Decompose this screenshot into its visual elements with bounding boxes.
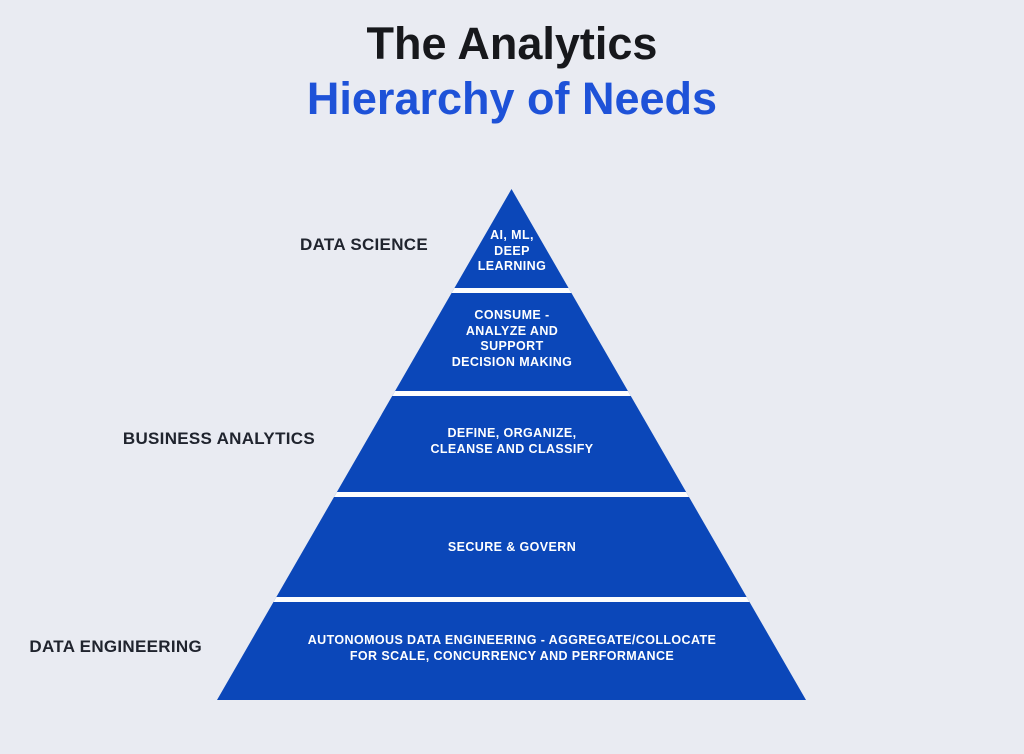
page-title: The Analytics Hierarchy of Needs bbox=[0, 16, 1024, 126]
level-divider-4 bbox=[217, 597, 806, 602]
title-line-1: The Analytics bbox=[366, 18, 658, 69]
side-label-data-engineering: DATA ENGINEERING bbox=[29, 637, 202, 656]
pyramid-level-3-label: DEFINE, ORGANIZE, CLEANSE AND CLASSIFY bbox=[430, 426, 594, 456]
pyramid-level-1-label: AI, ML, DEEP LEARNING bbox=[477, 228, 547, 273]
title-line-2: Hierarchy of Needs bbox=[306, 73, 718, 124]
pyramid-silhouette bbox=[217, 189, 806, 700]
side-label-data-science: DATA SCIENCE bbox=[300, 235, 428, 254]
side-label-business-analytics: BUSINESS ANALYTICS bbox=[122, 429, 315, 448]
level-divider-1 bbox=[217, 288, 806, 293]
level-divider-2 bbox=[217, 391, 806, 396]
pyramid-level-5-label: AUTONOMOUS DATA ENGINEERING - AGGREGATE/… bbox=[307, 633, 717, 663]
pyramid-level-4-label: SECURE & GOVERN bbox=[447, 540, 577, 554]
pyramid-level-2-label: CONSUME - ANALYZE AND SUPPORT DECISION M… bbox=[451, 308, 573, 369]
level-divider-3 bbox=[217, 492, 806, 497]
